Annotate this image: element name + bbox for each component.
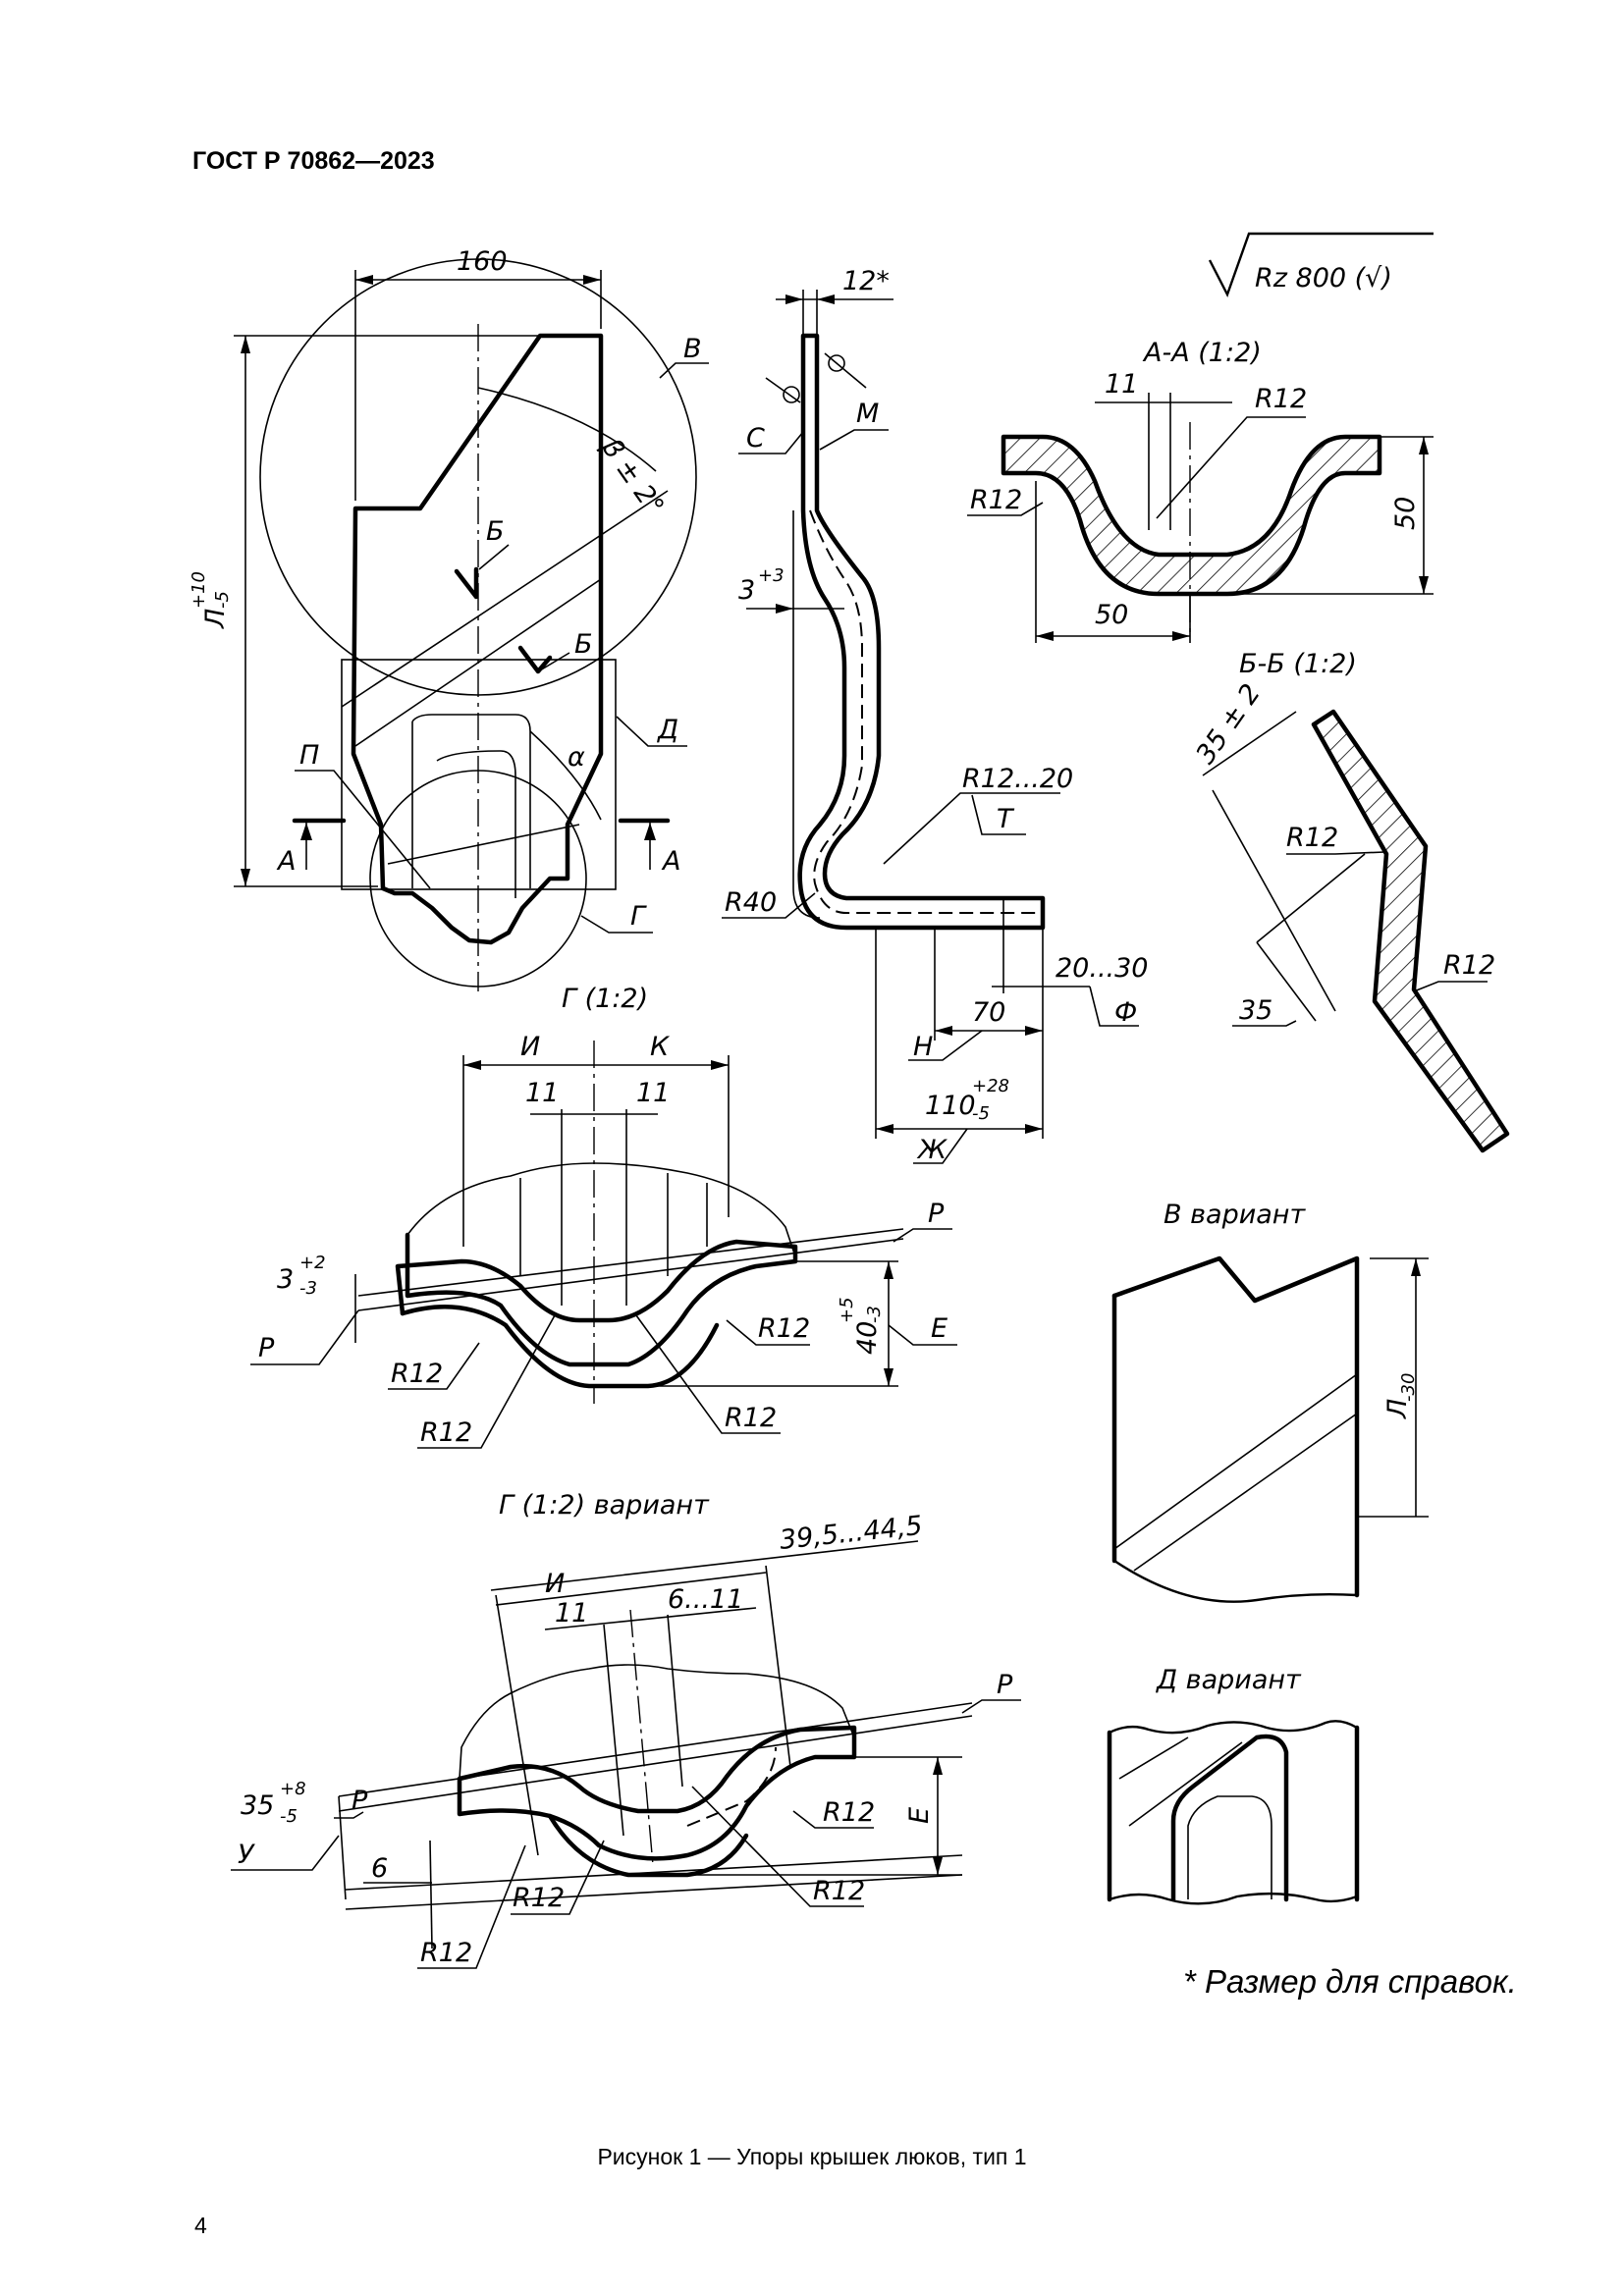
figure-caption: Рисунок 1 — Упоры крышек люков, тип 1 <box>597 2144 1027 2169</box>
g-label-k: К <box>650 1032 671 1062</box>
main-width-dim: 160 <box>457 246 508 277</box>
g-radius-right: R12 <box>758 1313 810 1344</box>
v-title: В вариант <box>1164 1200 1306 1230</box>
gv-label-e: Е <box>904 1807 935 1824</box>
main-angle-beta: β ± 2° <box>595 432 670 520</box>
g-dim-40-tol-lower: -3 <box>864 1306 885 1323</box>
roughness-text: Rz 800 (√) <box>1255 263 1392 294</box>
bb-radius-upper: R12 <box>1286 823 1338 853</box>
aa-radius-top: R12 <box>1255 384 1307 414</box>
side-dim-70: 70 <box>972 997 1005 1028</box>
main-length-tol-lower: -5 <box>212 591 233 609</box>
side-label-zh: Ж <box>916 1135 947 1165</box>
variant-v: В вариант Л -30 <box>1111 1200 1429 1603</box>
v-length-dim: Л <box>1382 1399 1413 1419</box>
d-title: Д вариант <box>1156 1665 1302 1695</box>
gv-label-i: И <box>545 1569 565 1599</box>
main-angle-alpha: α <box>568 742 585 773</box>
gv-title: Г (1:2) вариант <box>499 1490 710 1521</box>
gv-radius-bottom: R12 <box>813 1876 865 1906</box>
side-thickness-dim: 12* <box>842 266 890 296</box>
side-label-m: М <box>856 399 879 429</box>
side-label-f: Ф <box>1114 997 1137 1028</box>
side-dim-110: 110 <box>925 1091 976 1121</box>
detail-g-variant: Г (1:2) вариант 39,5...44,5 И 11 6...11 … <box>231 1490 1021 1969</box>
main-label-a-right: А <box>661 846 680 877</box>
g-label-i: И <box>520 1032 540 1062</box>
bb-title: Б-Б (1:2) <box>1239 649 1357 679</box>
gv-dim-35-tol-upper: +8 <box>280 1779 306 1799</box>
side-radius-40: R40 <box>725 887 777 918</box>
g-radius-left-upper: R12 <box>391 1359 443 1389</box>
side-offset-tol: +3 <box>758 565 785 586</box>
gv-dim-35-tol-lower: -5 <box>280 1806 298 1827</box>
g-dim-40: 40 <box>852 1321 883 1355</box>
main-label-b2: Б <box>574 629 593 660</box>
aa-title: А-А (1:2) <box>1142 338 1262 368</box>
g-dim-40-tol-upper: +5 <box>837 1297 857 1323</box>
side-dim-110-tol-lower: -5 <box>972 1103 990 1124</box>
g-dim-11-left: 11 <box>525 1078 559 1108</box>
aa-height: 50 <box>1390 497 1421 530</box>
g-label-r-right: Р <box>928 1199 945 1229</box>
gv-radius-right: R12 <box>823 1797 875 1828</box>
section-aa: А-А (1:2) 11 R12 R12 50 50 <box>967 338 1434 643</box>
aa-width: 50 <box>1095 600 1128 630</box>
main-label-a-left: А <box>276 846 296 877</box>
gv-dim-6: 6 <box>371 1853 388 1884</box>
gv-dim-11: 11 <box>555 1598 588 1629</box>
document-header: ГОСТ Р 70862—2023 <box>192 147 435 175</box>
g-label-r-left: Р <box>258 1333 275 1363</box>
bb-dim-top: 35 ± 2 <box>1190 678 1267 770</box>
side-label-t: Т <box>997 804 1015 834</box>
main-label-v: В <box>683 334 702 364</box>
g-dim-3: 3 <box>277 1264 294 1295</box>
g-dim-3-tol-lower: -3 <box>299 1278 317 1299</box>
reference-footnote: * Размер для справок. <box>1183 1963 1517 2000</box>
v-length-tol: -30 <box>1398 1373 1419 1402</box>
g-title: Г (1:2) <box>562 984 648 1014</box>
gv-label-r-right: Р <box>997 1670 1013 1700</box>
side-label-s: С <box>746 423 765 454</box>
side-offset-dim: 3 <box>738 575 755 606</box>
main-label-p: П <box>299 740 319 771</box>
aa-dim-11: 11 <box>1105 369 1138 400</box>
side-dim-110-tol-upper: +28 <box>972 1076 1009 1096</box>
g-label-e: Е <box>931 1313 947 1344</box>
gv-label-u: У <box>238 1840 255 1870</box>
g-dim-3-tol-upper: +2 <box>299 1253 326 1273</box>
section-bb: Б-Б (1:2) 35 ± 2 R12 R12 35 <box>1190 649 1510 1153</box>
bb-radius-lower: R12 <box>1443 950 1495 981</box>
main-length-tol-upper: +10 <box>189 571 209 609</box>
gv-radius-left-upper: R12 <box>513 1883 565 1913</box>
g-radius-left-lower: R12 <box>420 1417 472 1448</box>
page-number: 4 <box>194 2213 207 2238</box>
bb-dim-bottom: 35 <box>1239 995 1272 1026</box>
side-radius-t-dim: R12...20 <box>962 764 1073 794</box>
g-dim-11-right: 11 <box>636 1078 670 1108</box>
main-label-d: Д <box>657 715 678 745</box>
g-radius-bottom-right: R12 <box>725 1403 777 1433</box>
main-view: 160 Л +10 -5 β ± 2° В Б Б Д П α <box>189 246 709 991</box>
main-label-b1: Б <box>486 516 505 547</box>
side-range-dim: 20...30 <box>1056 953 1148 984</box>
variant-d: Д вариант <box>1107 1665 1360 1905</box>
roughness-symbol: Rz 800 (√) <box>1208 232 1434 298</box>
side-label-n: Н <box>913 1032 933 1062</box>
gv-dim-6-11: 6...11 <box>668 1584 743 1615</box>
detail-g: Г (1:2) И К 11 11 Р 3 +2 -3 Р <box>250 984 957 1449</box>
side-view: 12* С М 3 +3 R12...20 Т R40 20...30 Ф <box>722 266 1148 1165</box>
main-length-dim: Л <box>200 609 231 629</box>
gv-dim-35: 35 <box>241 1790 274 1821</box>
gv-radius-left-lower: R12 <box>420 1938 472 1968</box>
main-label-g: Г <box>630 901 647 932</box>
aa-radius-left: R12 <box>970 485 1022 515</box>
gv-label-r-left: Р <box>352 1786 368 1816</box>
